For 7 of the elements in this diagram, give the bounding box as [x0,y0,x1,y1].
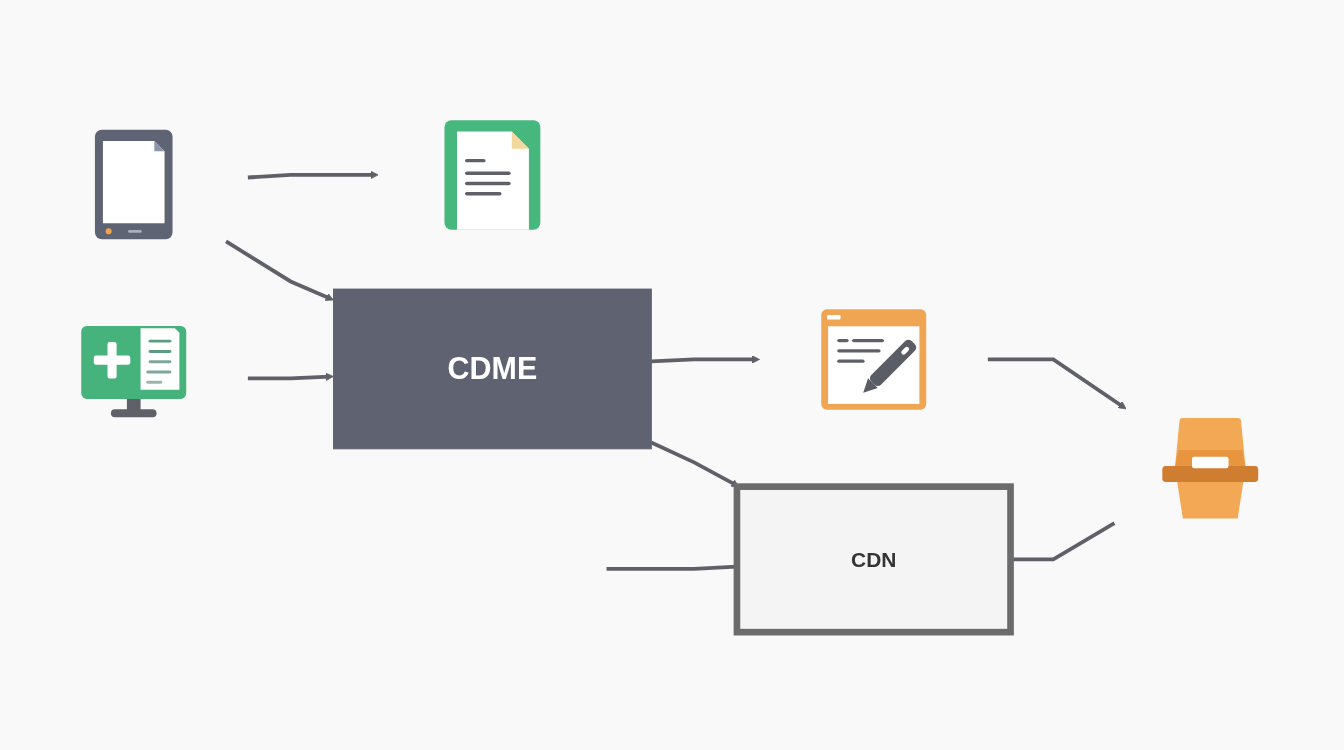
arrow [987,357,1127,410]
arrow [225,239,334,301]
node-box: CDN [733,483,1014,636]
arrow [651,355,760,364]
arrow [247,170,379,180]
arrow [247,372,334,381]
node-box: CDME [333,288,652,450]
